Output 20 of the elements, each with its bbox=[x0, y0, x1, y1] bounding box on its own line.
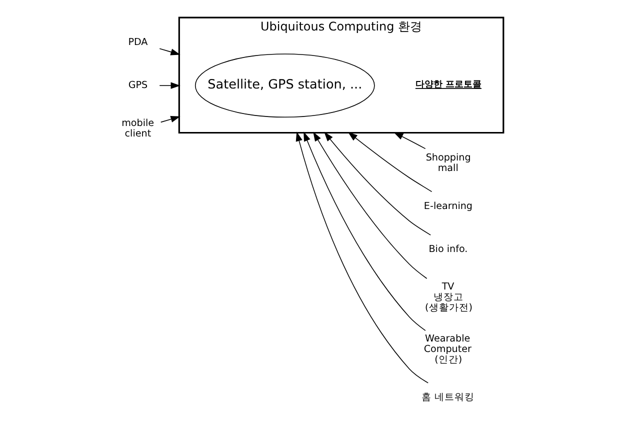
label: 다양한 프로토콜 bbox=[415, 80, 482, 90]
node-text: mobile client bbox=[122, 118, 154, 140]
arrow bbox=[324, 132, 431, 236]
arrow bbox=[160, 116, 180, 123]
node-text: Bio info. bbox=[428, 244, 468, 255]
node-text: Shopping mall bbox=[426, 152, 471, 174]
arrow bbox=[304, 132, 426, 331]
arrow bbox=[159, 48, 180, 56]
node-text: TV 냉장고 (생활가전) bbox=[425, 282, 473, 314]
node-text: GPS bbox=[128, 80, 148, 92]
arrow bbox=[296, 132, 429, 384]
node-text: Wearable Computer (인간) bbox=[424, 334, 472, 366]
node-text: PDA bbox=[128, 36, 148, 48]
arrow bbox=[313, 132, 428, 279]
arrow bbox=[394, 132, 426, 150]
node-text: E-learning bbox=[424, 200, 473, 212]
node-ellipse: Satellite, GPS station, ... bbox=[194, 54, 375, 118]
node-text: 홈 네트워킹 bbox=[422, 392, 475, 403]
arrow bbox=[348, 132, 432, 192]
arrow bbox=[159, 82, 180, 89]
